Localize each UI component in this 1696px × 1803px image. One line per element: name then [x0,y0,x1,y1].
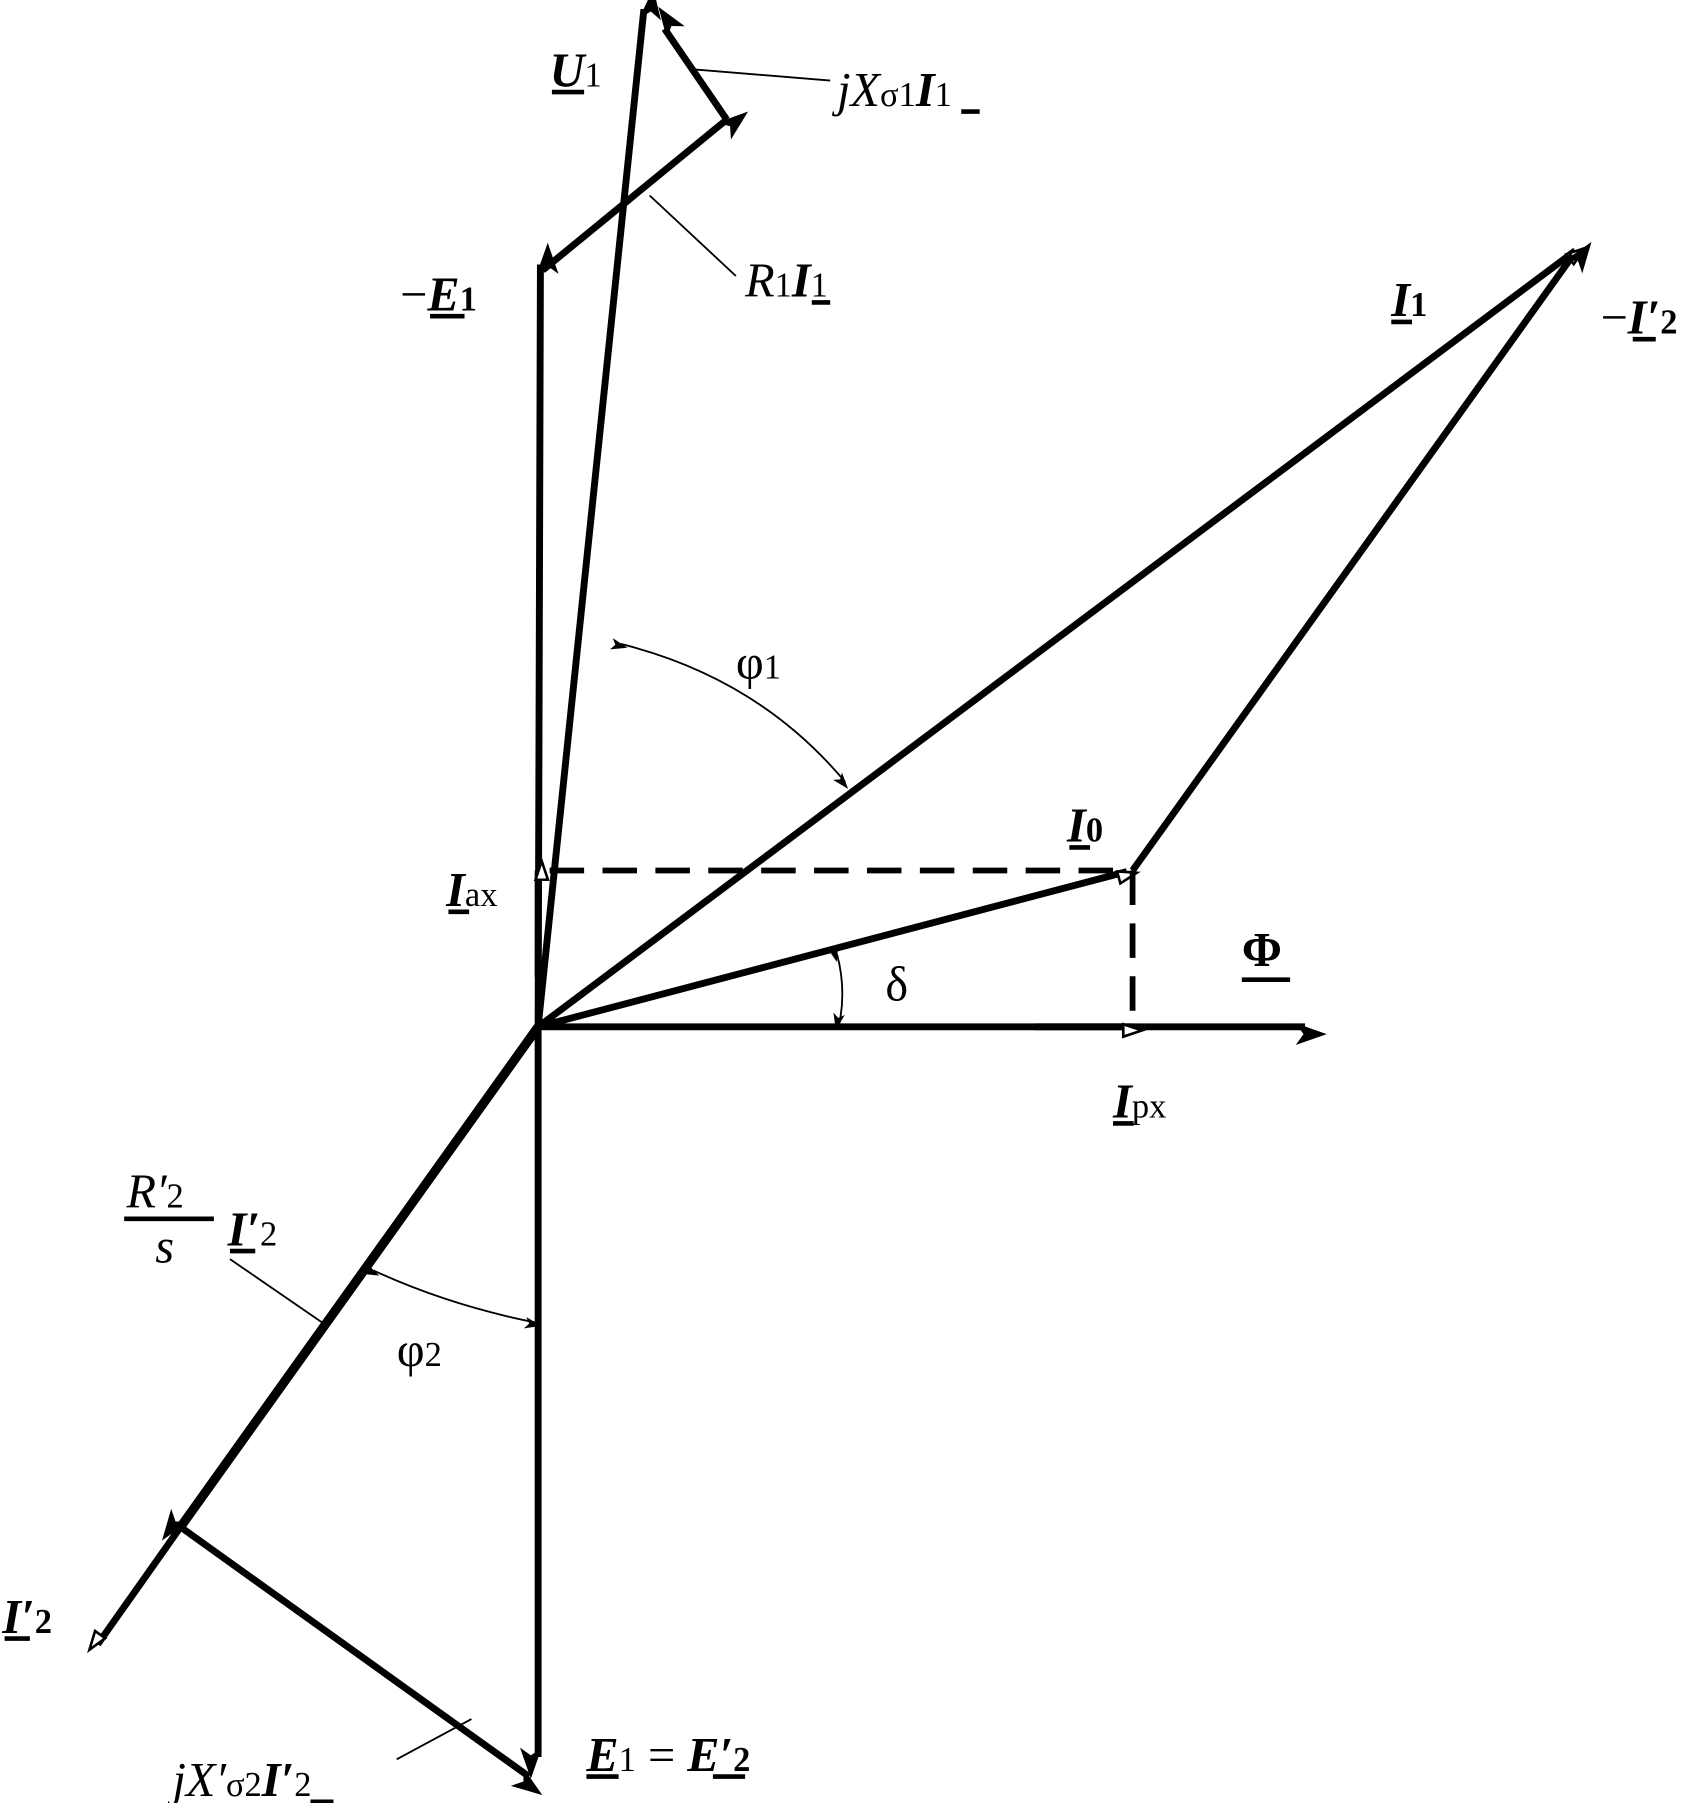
label-neg-i2-prime: −I′2 [1601,291,1678,344]
leader-jx2 [396,1718,472,1761]
label-ipx: Ipx [1112,1076,1166,1129]
label-neg-e1: −E1 [400,268,477,321]
labels: U1 jXσ1I1 R1I1 −E1 I1 −I′2 φ1 I0 Iax Φ δ… [1,44,1677,1803]
label-iax: Iax [445,864,497,917]
label-i0: I0 [1066,800,1103,853]
label-r2-over-s-i2: R′2 s I′2 [124,1165,278,1274]
label-u1: U1 [550,44,602,97]
svg-text:s: s [155,1221,174,1274]
vector-jx2-i2 [178,1524,543,1796]
svg-text:R′2: R′2 [125,1165,183,1218]
phi1-arc [609,638,849,789]
vector-r1-i1 [540,111,749,273]
label-r1-i1: R1I1 [744,255,828,308]
phi2-arc [361,1263,542,1329]
vector-jx1-i1 [658,6,730,122]
angle-arcs [361,638,849,1329]
vector-u1 [534,0,661,1028]
label-e1-equals-e2-prime: E1 = E′2 [585,1729,750,1782]
vector-neg-i2 [1129,241,1592,873]
leader-jx1 [689,68,831,82]
label-phi-flux: Φ [1242,924,1282,977]
leader-r2s [229,1258,323,1324]
svg-text:I′2: I′2 [227,1203,278,1256]
label-delta: δ [885,958,908,1011]
vector-i1 [536,245,1589,1030]
label-jx-sigma2-i2: jX′σ2I′2 [166,1754,311,1803]
vector-r2s-i2 [161,1024,542,1541]
vectors [87,0,1592,1796]
label-phi1: φ1 [736,636,781,689]
label-phi2: φ2 [397,1324,442,1377]
leader-lines [229,68,831,1761]
label-i1: I1 [1390,274,1427,327]
delta-arc [826,944,845,1031]
leader-r1 [649,194,737,277]
label-i2-prime: I′2 [1,1591,52,1644]
vector-i2 [87,1525,184,1654]
label-jx-sigma1-i1: jXσ1I1 [831,64,952,117]
vector-i0 [537,868,1141,1031]
